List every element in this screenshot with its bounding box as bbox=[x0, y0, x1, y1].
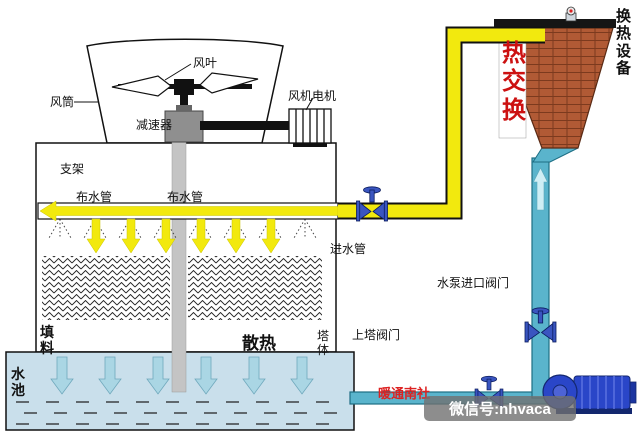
fan-assembly bbox=[111, 72, 332, 147]
cold-pipe-vertical bbox=[531, 147, 579, 399]
center-shaft bbox=[171, 141, 187, 393]
fan-duct-label: 风筒 bbox=[50, 95, 75, 109]
heat-exchange-label: 热交换 bbox=[502, 40, 526, 124]
water-pool-label: 水池 bbox=[11, 366, 25, 399]
inlet-pipe-label: 进水管 bbox=[330, 242, 367, 256]
inlet-valve-icon bbox=[356, 186, 388, 222]
dist-pipe-label-left: 布水管 bbox=[76, 190, 113, 204]
drive-shaft-bar bbox=[200, 121, 290, 130]
heat-exchange-equipment-label: 换热设备 bbox=[616, 8, 632, 77]
cold-up-arrow bbox=[533, 167, 548, 211]
hot-pipe-run bbox=[338, 26, 545, 220]
tower-body-label: 塔体 bbox=[317, 329, 330, 357]
dist-pipe-label-right: 布水管 bbox=[167, 190, 204, 204]
heat-exchange-label-strip bbox=[498, 33, 527, 139]
reducer-label: 减速器 bbox=[136, 118, 173, 132]
fan-blade-label: 风叶 bbox=[193, 56, 218, 70]
pump-inlet-valve-label: 水泵进口阀门 bbox=[437, 276, 510, 290]
hot-water-down-arrows bbox=[86, 218, 281, 254]
tower-valve-label: 上塔阀门 bbox=[352, 328, 401, 342]
pool-down-arrows bbox=[50, 356, 314, 395]
watermark-brand: 暖通南社 bbox=[378, 386, 431, 401]
fan-motor-icon bbox=[288, 108, 332, 147]
fan-hub bbox=[174, 79, 194, 95]
watermark-wechat: 微信号:nhvaca bbox=[424, 396, 576, 421]
support-label: 支架 bbox=[60, 162, 85, 176]
hot-water-arrow bbox=[39, 200, 339, 222]
fill-material-label: 填料 bbox=[40, 324, 54, 357]
fan-motor-label: 风机电机 bbox=[288, 89, 337, 103]
heat-exchanger bbox=[494, 6, 616, 149]
fill-material-blocks bbox=[42, 256, 322, 320]
pump-inlet-valve-icon bbox=[524, 307, 557, 343]
leader-lines bbox=[74, 63, 314, 111]
gauge-icon bbox=[565, 6, 577, 22]
heat-dissipation-label: 散热 bbox=[242, 334, 276, 353]
pool-water-dashes bbox=[16, 401, 340, 425]
